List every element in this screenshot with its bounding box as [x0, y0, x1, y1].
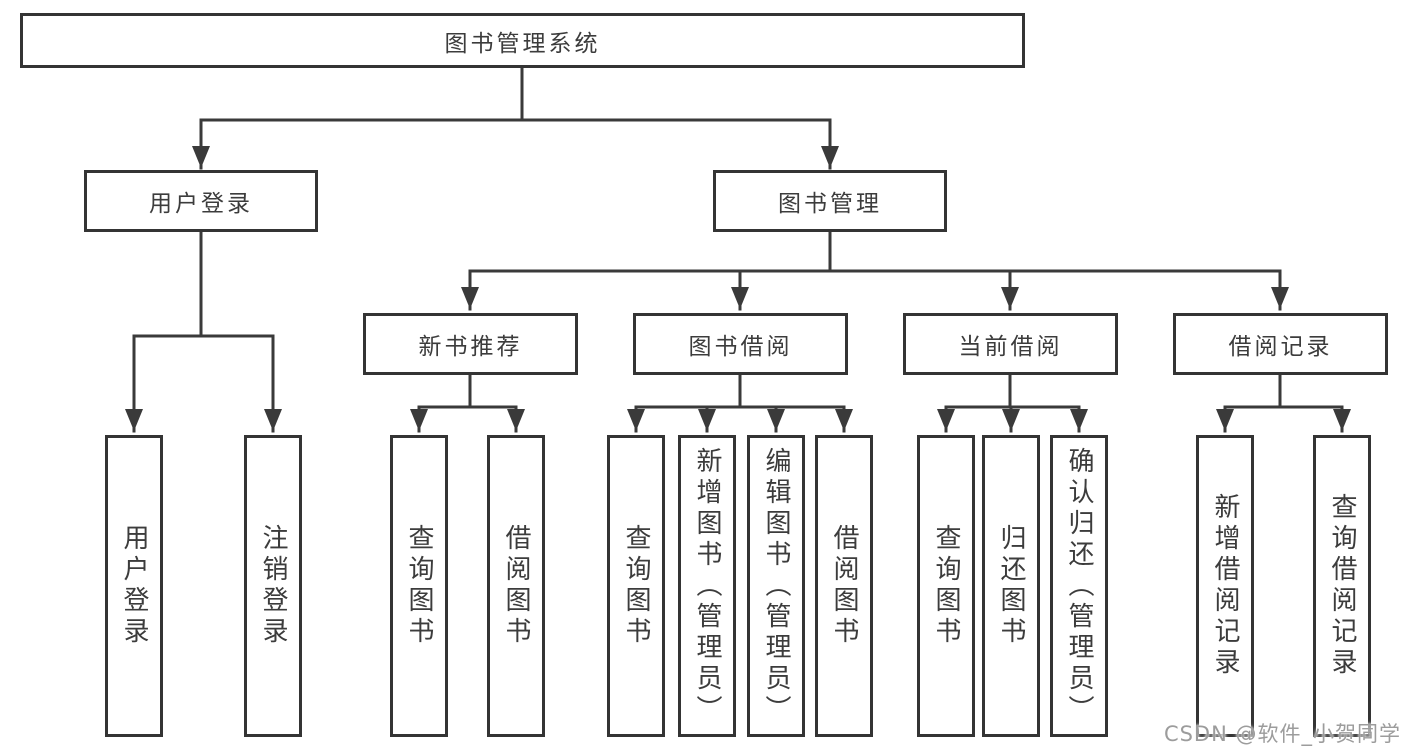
leaf-label: 注销登录	[258, 524, 288, 648]
leaf-label: 用户登录	[119, 524, 149, 648]
node-label: 用户登录	[149, 191, 253, 217]
leaf-label: 新增借阅记录	[1210, 493, 1240, 679]
leaf-edit-book-admin: 编辑图书（管理员）	[747, 435, 805, 737]
node-book-borrow: 图书借阅	[633, 313, 848, 375]
node-label: 图书管理	[778, 191, 882, 217]
leaf-query-books-borrow: 查询图书	[607, 435, 665, 737]
node-new-book-recommend: 新书推荐	[363, 313, 578, 375]
leaf-borrow-books: 借阅图书	[815, 435, 873, 737]
leaf-label: 归还图书	[996, 524, 1026, 648]
leaf-label: 查询借阅记录	[1327, 493, 1357, 679]
node-label: 图书管理系统	[444, 30, 601, 57]
leaf-label: 新增图书（管理员）	[692, 446, 722, 726]
leaf-query-books-recommend: 查询图书	[390, 435, 448, 737]
leaf-user-login: 用户登录	[105, 435, 163, 737]
node-label: 当前借阅	[958, 334, 1063, 360]
leaf-confirm-return-admin: 确认归还（管理员）	[1050, 435, 1108, 737]
leaf-label: 借阅图书	[829, 524, 859, 648]
leaf-add-borrow-record: 新增借阅记录	[1196, 435, 1254, 737]
leaf-label: 查询图书	[931, 524, 961, 648]
leaf-label: 编辑图书（管理员）	[761, 446, 791, 726]
node-library-management-system: 图书管理系统	[20, 13, 1025, 68]
leaf-query-borrow-record: 查询借阅记录	[1313, 435, 1371, 737]
node-current-borrow: 当前借阅	[903, 313, 1118, 375]
csdn-watermark: CSDN @软件_小贺同学	[1163, 722, 1401, 746]
node-label: 图书借阅	[688, 334, 793, 360]
leaf-add-book-admin: 新增图书（管理员）	[678, 435, 736, 737]
leaf-return-book: 归还图书	[982, 435, 1040, 737]
leaf-label: 确认归还（管理员）	[1064, 446, 1094, 726]
node-user-login: 用户登录	[84, 170, 318, 232]
leaf-label: 查询图书	[404, 524, 434, 648]
node-label: 新书推荐	[418, 334, 523, 360]
leaf-label: 借阅图书	[501, 524, 531, 648]
node-label: 借阅记录	[1228, 334, 1333, 360]
leaf-logout: 注销登录	[244, 435, 302, 737]
leaf-borrow-books-recommend: 借阅图书	[487, 435, 545, 737]
node-book-management: 图书管理	[713, 170, 947, 232]
leaf-query-books-current: 查询图书	[917, 435, 975, 737]
leaf-label: 查询图书	[621, 524, 651, 648]
node-borrow-records: 借阅记录	[1173, 313, 1388, 375]
